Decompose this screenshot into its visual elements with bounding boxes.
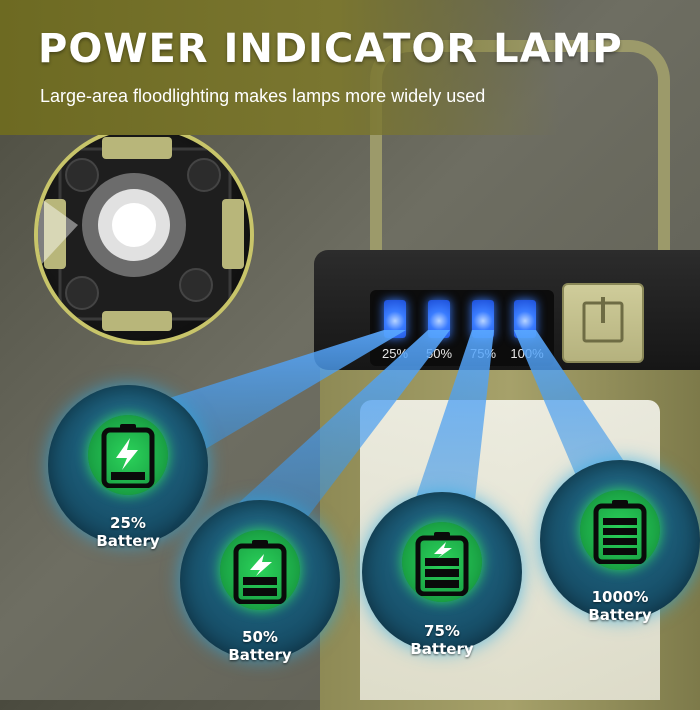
lightning-icon bbox=[250, 554, 272, 576]
battery-label-25: 25% Battery bbox=[78, 514, 178, 550]
led-50 bbox=[428, 300, 450, 338]
battery-percent: 25% bbox=[110, 514, 146, 532]
beam-50 bbox=[220, 330, 450, 540]
battery-label-50: 50% Battery bbox=[210, 628, 310, 664]
lightning-icon bbox=[434, 542, 452, 558]
battery-label-100: 1000% Battery bbox=[564, 588, 676, 624]
battery-word: Battery bbox=[96, 532, 160, 550]
battery-word: Battery bbox=[410, 640, 474, 658]
battery-icon bbox=[233, 540, 287, 604]
battery-icon bbox=[101, 424, 155, 488]
battery-word: Battery bbox=[228, 646, 292, 664]
page-title: POWER INDICATOR LAMP bbox=[38, 26, 623, 72]
led-75 bbox=[472, 300, 494, 338]
header-band bbox=[0, 0, 560, 135]
beam-75 bbox=[400, 330, 494, 545]
power-button[interactable] bbox=[562, 283, 644, 363]
battery-word: Battery bbox=[588, 606, 652, 624]
floodlight-photo bbox=[38, 137, 244, 331]
led-25 bbox=[384, 300, 406, 338]
battery-icon bbox=[593, 500, 647, 564]
battery-percent: 1000% bbox=[591, 588, 649, 606]
floodlight-inset bbox=[34, 125, 254, 345]
led-100 bbox=[514, 300, 536, 338]
battery-icon bbox=[415, 532, 469, 596]
battery-percent: 50% bbox=[242, 628, 278, 646]
power-icon bbox=[582, 297, 624, 343]
battery-percent: 75% bbox=[424, 622, 460, 640]
lightning-icon bbox=[116, 438, 138, 470]
page-subtitle: Large-area floodlighting makes lamps mor… bbox=[40, 86, 486, 106]
battery-label-75: 75% Battery bbox=[390, 622, 494, 658]
beam-100 bbox=[514, 330, 650, 500]
